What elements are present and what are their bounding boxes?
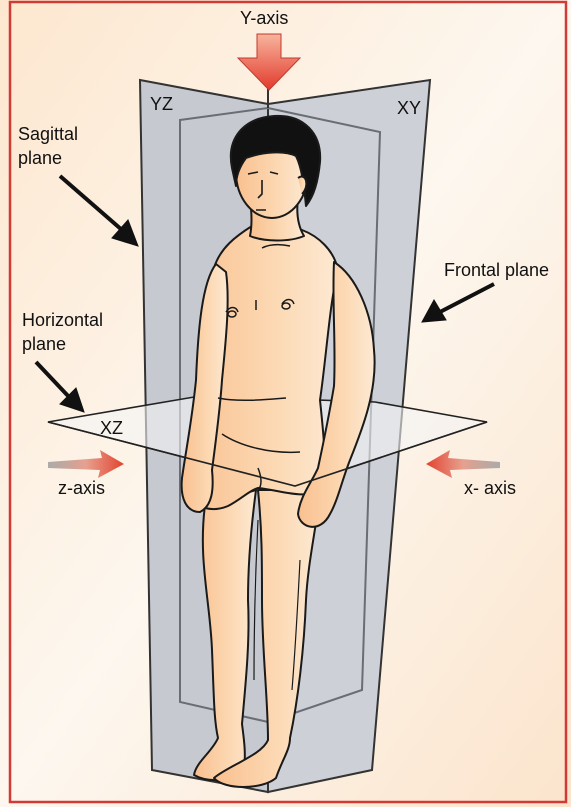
z-axis-label: z-axis [58, 478, 105, 498]
xy-label: XY [397, 98, 421, 118]
x-axis-label: x- axis [464, 478, 516, 498]
sagittal-label-line2: plane [18, 148, 62, 168]
horizontal-label-line2: plane [22, 334, 66, 354]
sagittal-label-line1: Sagittal [18, 124, 78, 144]
y-axis-label: Y-axis [240, 8, 288, 28]
horizontal-label-line1: Horizontal [22, 310, 103, 330]
frontal-label: Frontal plane [444, 260, 549, 280]
yz-label: YZ [150, 94, 173, 114]
xz-label: XZ [100, 418, 123, 438]
